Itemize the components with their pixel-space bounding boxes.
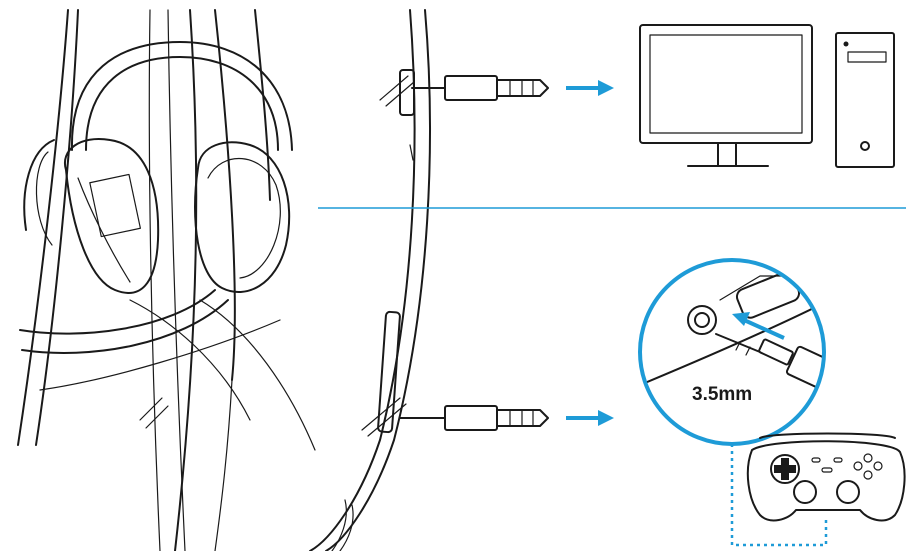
monitor-icon bbox=[640, 25, 812, 166]
audio-plug-icon bbox=[380, 76, 548, 106]
cable-strands bbox=[310, 10, 430, 551]
arrow-right-icon bbox=[566, 80, 614, 96]
audio-plug-icon bbox=[362, 398, 548, 436]
pc-tower-icon bbox=[836, 33, 894, 167]
controller-port-icon: 3.5mm bbox=[640, 260, 844, 444]
gamepad-icon bbox=[748, 434, 905, 521]
headset-icon bbox=[18, 10, 315, 551]
arrow-right-icon bbox=[566, 410, 614, 426]
jack-size-label: 3.5mm bbox=[692, 384, 752, 405]
